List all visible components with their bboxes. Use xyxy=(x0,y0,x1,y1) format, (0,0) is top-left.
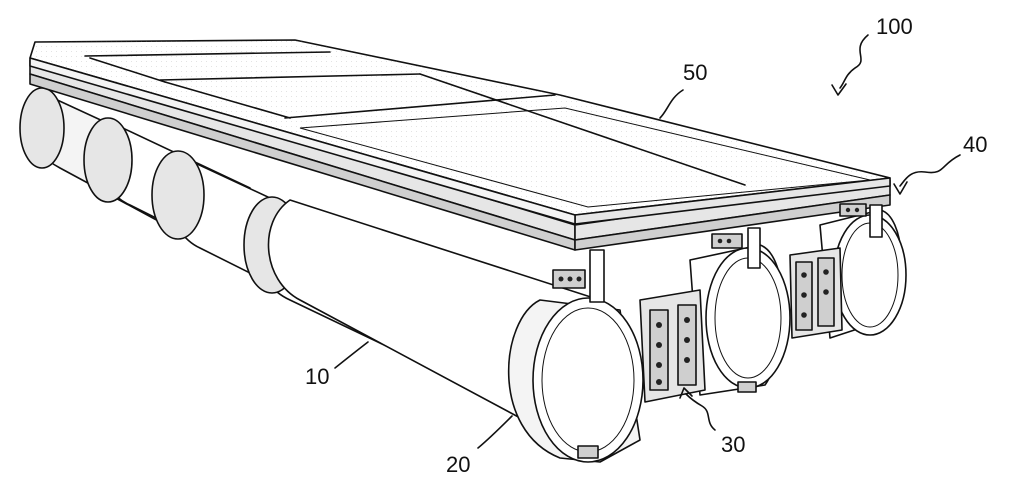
pontoon-middle-right xyxy=(689,244,791,396)
label-20: 20 xyxy=(446,452,470,477)
label-assembly: 100 xyxy=(831,14,913,96)
joint-front xyxy=(639,289,706,403)
label-joint: 30 xyxy=(679,387,745,457)
label-30: 30 xyxy=(721,432,745,457)
end-cap-front xyxy=(507,297,644,463)
label-40: 40 xyxy=(963,132,987,157)
joint-front-bolts xyxy=(656,317,690,385)
label-deck: 50 xyxy=(659,60,707,119)
label-100: 100 xyxy=(876,14,913,39)
label-50: 50 xyxy=(683,60,707,85)
deck xyxy=(29,39,891,225)
label-pontoon: 10 xyxy=(305,341,369,389)
label-beam: 40 xyxy=(893,132,987,195)
label-10: 10 xyxy=(305,364,329,389)
joint-back xyxy=(789,247,843,339)
label-end-cap: 20 xyxy=(446,415,513,477)
